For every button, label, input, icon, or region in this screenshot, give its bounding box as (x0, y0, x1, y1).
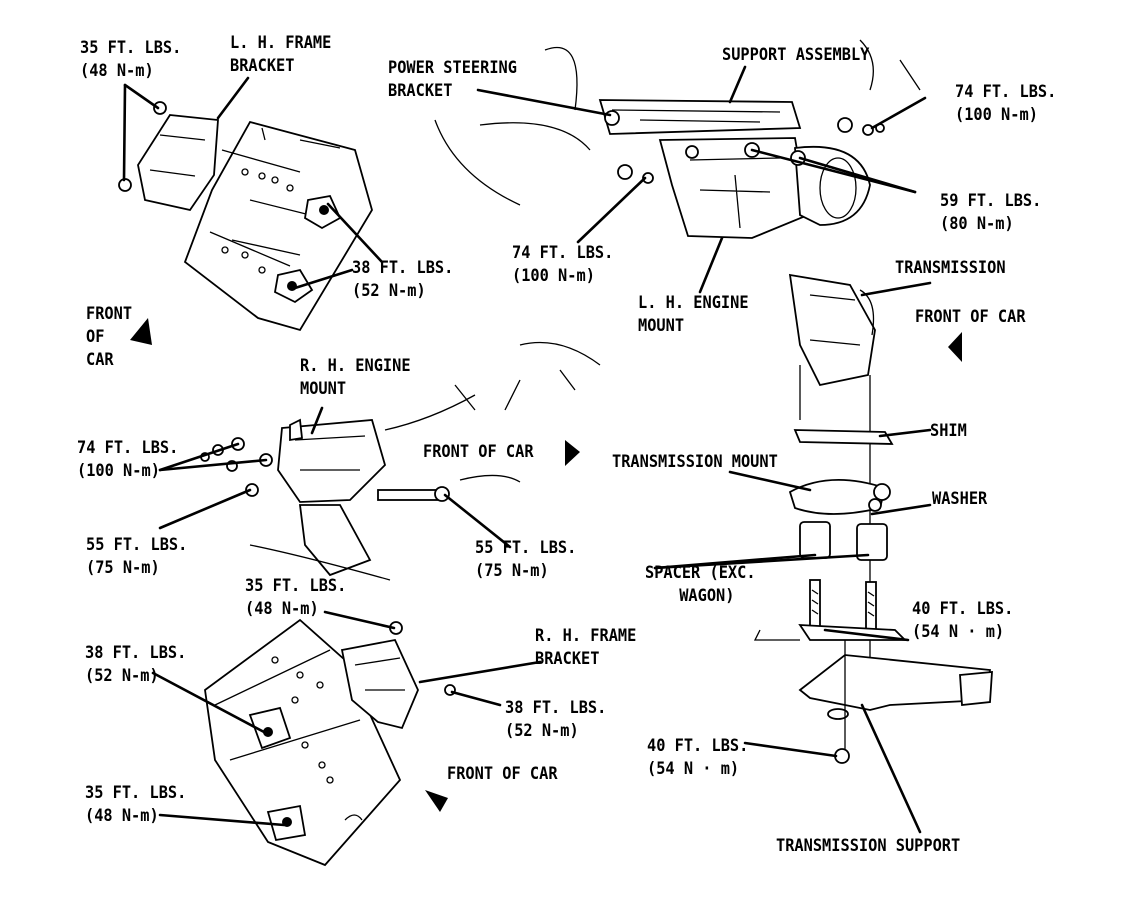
transmission-label: TRANSMISSION (895, 258, 1006, 278)
rhf-35-label: 35 FT. LBS.(48 N-m) (245, 576, 347, 619)
lh-engine-mount-drawing (434, 39, 921, 239)
rh-engine-mount-drawing (200, 341, 601, 581)
support-assembly-label: SUPPORT ASSEMBLY (722, 45, 870, 65)
trans-40a-label: 40 FT. LBS.(54 N · m) (912, 599, 1014, 642)
washer-label: WASHER (932, 489, 988, 509)
transmission-mount-label: TRANSMISSION MOUNT (612, 452, 778, 472)
front-arrow-icon (425, 790, 448, 812)
lh-frame-bracket-drawing (118, 101, 373, 332)
leader-lines (122, 65, 932, 834)
rh-74-label: 74 FT. LBS.(100 N-m) (77, 438, 179, 481)
lh-frame-38-label: 38 FT. LBS.(52 N-m) (352, 258, 454, 301)
rh-frame-bracket-drawing (204, 618, 456, 867)
front-arrow-icon (130, 318, 152, 345)
spacer-label: SPACER (EXC.WAGON) (645, 563, 756, 606)
front-arrow-icon (565, 440, 580, 466)
transmission-drawing (753, 273, 993, 764)
rh-55a-label: 55 FT. LBS.(75 N-m) (86, 535, 188, 578)
mid-74-label: 74 FT. LBS.(100 N-m) (512, 243, 614, 286)
rhf-38b-label: 38 FT. LBS.(52 N-m) (505, 698, 607, 741)
rhf-38a-label: 38 FT. LBS.(52 N-m) (85, 643, 187, 686)
front-of-car-right-label: FRONT OF CAR (915, 307, 1026, 327)
front-of-car-mid-label: FRONT OF CAR (423, 442, 534, 462)
top-59-label: 59 FT. LBS.(80 N-m) (940, 191, 1042, 234)
front-arrow-icon (948, 332, 962, 362)
transmission-support-label: TRANSMISSION SUPPORT (776, 836, 961, 856)
lh-frame-torque-label: 35 FT. LBS.(48 N-m) (80, 38, 182, 81)
shim-label: SHIM (930, 421, 967, 441)
trans-40b-label: 40 FT. LBS.(54 N · m) (647, 736, 749, 779)
rhf-35b-label: 35 FT. LBS.(48 N-m) (85, 783, 187, 826)
front-of-car-bottom-label: FRONT OF CAR (447, 764, 558, 784)
top-74-label: 74 FT. LBS.(100 N-m) (955, 82, 1057, 125)
rh-55b-label: 55 FT. LBS.(75 N-m) (475, 538, 577, 581)
